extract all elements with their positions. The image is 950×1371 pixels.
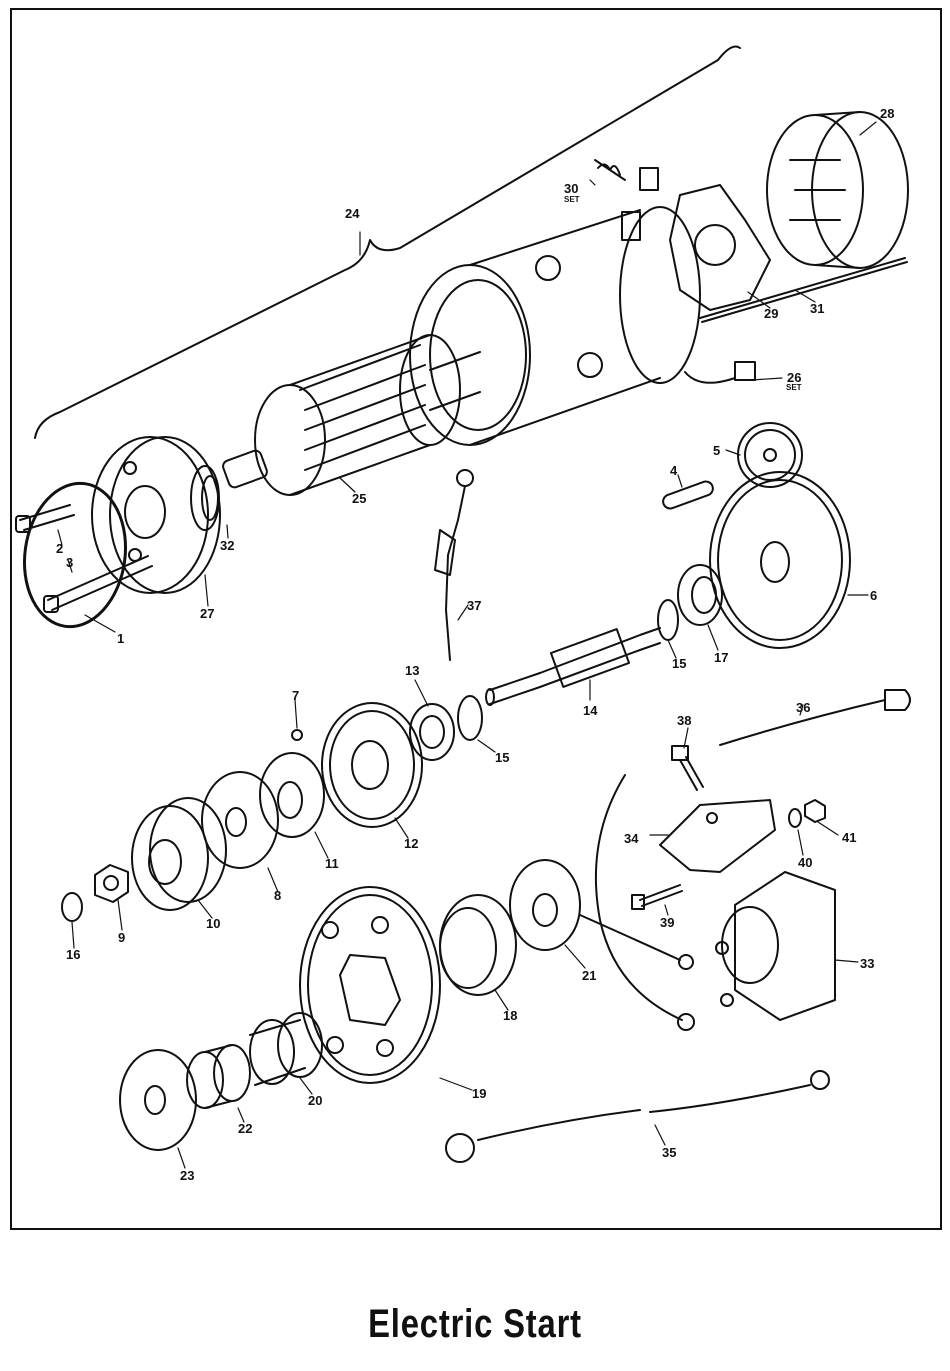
- callout-37: 37: [467, 598, 481, 613]
- washer-forty-part: [788, 808, 802, 828]
- armature-part: [222, 334, 481, 496]
- bearing-part: [677, 564, 723, 626]
- callout-10: 10: [206, 916, 220, 931]
- dowel-pin-part: [662, 480, 714, 510]
- ground-cable-part: [434, 469, 474, 661]
- callout-2: 2: [56, 541, 63, 556]
- roller-bearing-part: [439, 894, 517, 996]
- circlip-part: [657, 599, 679, 641]
- cable-thirtysix-part: [719, 699, 886, 746]
- callout-30: 30: [564, 181, 578, 196]
- collar-part: [509, 859, 581, 951]
- circlip-sixteen-part: [61, 892, 83, 922]
- callout-28: 28: [880, 106, 894, 121]
- small-gear-part: [737, 422, 803, 488]
- needle-bearing-part: [249, 1012, 323, 1086]
- callout-38: 38: [677, 713, 691, 728]
- callout-9: 9: [118, 930, 125, 945]
- callout-27: 27: [200, 606, 214, 621]
- drive-shaft-part: [485, 627, 661, 706]
- nut-part: [94, 864, 129, 903]
- callout-22: 22: [238, 1121, 252, 1136]
- callout-34: 34: [624, 831, 639, 846]
- callout-30-set: SET: [564, 195, 580, 204]
- washer-twentythree-part: [119, 1049, 197, 1151]
- callout-26: 26: [787, 370, 801, 385]
- callout-39: 39: [660, 915, 674, 930]
- large-gear-part: [299, 886, 441, 1084]
- diagram-frame: [10, 8, 942, 1230]
- callout-19: 19: [472, 1086, 486, 1101]
- motor-housing-part: [409, 206, 701, 446]
- ball-part: [291, 729, 303, 741]
- callout-21: 21: [582, 968, 596, 983]
- mounting-bracket-part: [659, 799, 776, 873]
- callout-35: 35: [662, 1145, 676, 1160]
- page-title: Electric Start: [368, 1302, 582, 1346]
- callout-41: 41: [842, 830, 856, 845]
- callout-15-upper: 15: [672, 656, 686, 671]
- callout-14: 14: [583, 703, 598, 718]
- nut-fortyone-part: [804, 799, 826, 823]
- callout-18: 18: [503, 1008, 517, 1023]
- through-bolts: [15, 504, 153, 613]
- callout-32: 32: [220, 538, 234, 553]
- callout-1: 1: [117, 631, 124, 646]
- callout-16: 16: [66, 947, 80, 962]
- solenoid-lead-part: [594, 774, 683, 1021]
- brush-spring-part: [594, 159, 626, 181]
- end-cover-part: [91, 436, 221, 594]
- callout-33: 33: [860, 956, 874, 971]
- callout-17: 17: [714, 650, 728, 665]
- callout-31: 31: [810, 301, 824, 316]
- callout-7: 7: [292, 688, 299, 703]
- callout-12: 12: [404, 836, 418, 851]
- brush-lead-part: [684, 371, 736, 384]
- callout-8: 8: [274, 888, 281, 903]
- callout-25: 25: [352, 491, 366, 506]
- callout-13: 13: [405, 663, 419, 678]
- callout-6: 6: [870, 588, 877, 603]
- callout-20: 20: [308, 1093, 322, 1108]
- o-ring-part: [22, 481, 128, 629]
- bushing-part: [186, 1044, 251, 1109]
- bolt-thirtynine-part: [639, 884, 683, 907]
- callout-15-lower: 15: [495, 750, 509, 765]
- spring-washer-part: [131, 805, 209, 911]
- gear-twelve-part: [321, 702, 423, 828]
- spline-washer-part: [409, 703, 455, 761]
- thrust-washer-part: [190, 465, 220, 531]
- callout-26-set: SET: [786, 383, 802, 392]
- bolt-thirtyeight-part: [679, 756, 704, 791]
- callout-3: 3: [66, 555, 73, 570]
- long-bolt-part: [699, 257, 908, 323]
- ring-gear-part: [709, 471, 851, 649]
- callout-11: 11: [325, 856, 339, 871]
- callout-5: 5: [713, 443, 720, 458]
- callout-29: 29: [764, 306, 778, 321]
- end-cap-part: [766, 111, 909, 269]
- brush-plate-part: [669, 184, 771, 311]
- clutch-plate-part: [259, 752, 325, 838]
- motor-assembly-bracket: [34, 45, 741, 439]
- callout-4: 4: [670, 463, 678, 478]
- callout-40: 40: [798, 855, 812, 870]
- solenoid-part: [715, 871, 836, 1021]
- callout-24: 24: [345, 206, 360, 221]
- cable-thirtyfive-part: [477, 1084, 811, 1141]
- callout-23: 23: [180, 1168, 194, 1183]
- callout-36: 36: [796, 700, 810, 715]
- washer-eight-part: [201, 771, 279, 869]
- callout-labels: 1 2 3 4 5 6 7 8 9 10 11 12 13 14 15 15 1…: [56, 106, 894, 1183]
